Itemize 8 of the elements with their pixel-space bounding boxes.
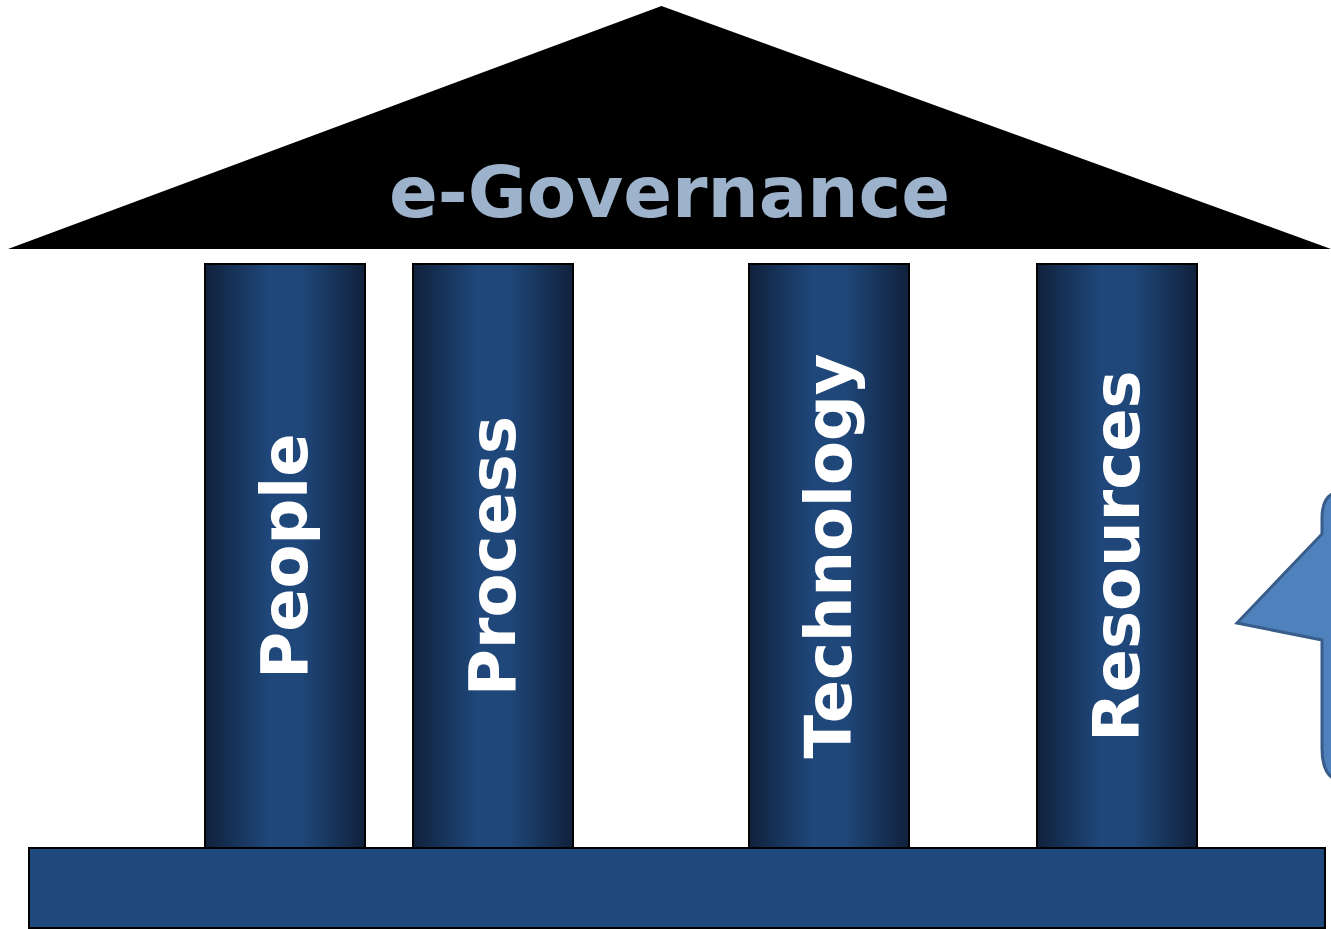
pillar-label: Resources (1085, 370, 1149, 742)
pillar-column (204, 263, 366, 849)
pillar-column (412, 263, 574, 849)
roof-title: e-Governance (388, 156, 951, 228)
pillar-column (1036, 263, 1198, 849)
pillar-label: Process (461, 416, 525, 696)
pillar-column (748, 263, 910, 849)
base-slab (28, 847, 1326, 929)
